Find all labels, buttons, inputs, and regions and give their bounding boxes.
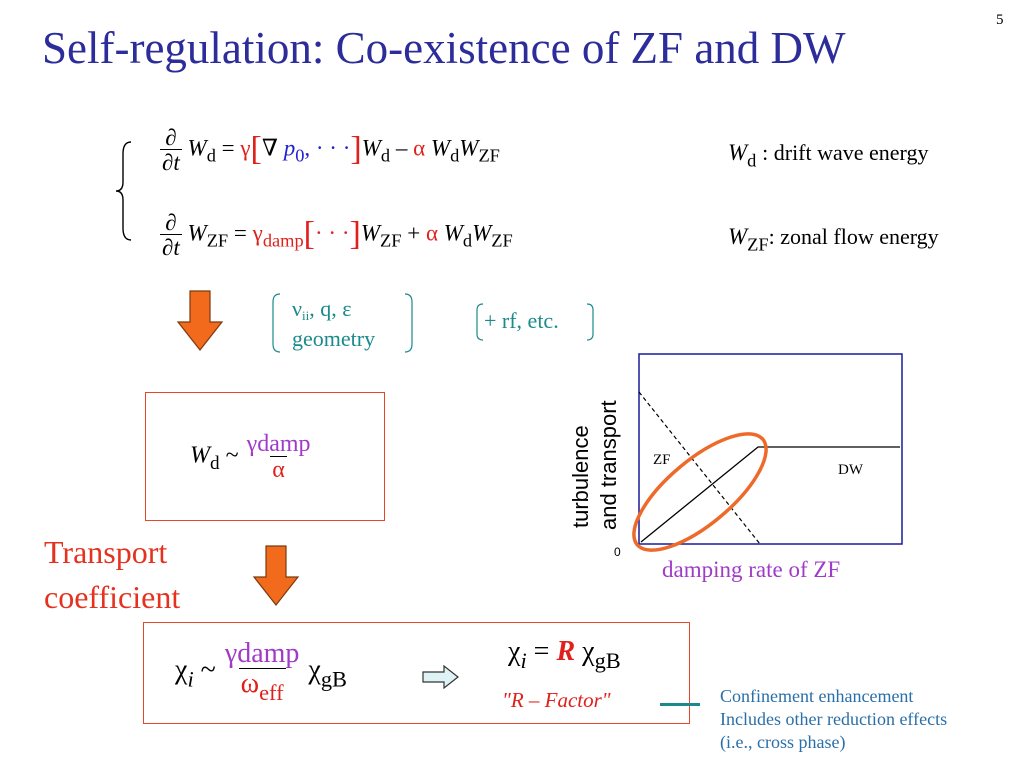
- transport-label-line1: Transport: [44, 534, 168, 570]
- right-arrow-icon: [422, 665, 459, 689]
- down-arrow-icon: [252, 545, 300, 606]
- origin-label: 0: [614, 545, 621, 559]
- wd-scaling: Wd ~ γdamp α: [190, 431, 311, 483]
- bracket-close: ]: [349, 215, 361, 253]
- confinement-line3: (i.e., cross phase): [720, 732, 846, 752]
- chi-result-box: [143, 622, 690, 724]
- rf-text: + rf, etc.: [484, 308, 559, 333]
- highlight-ellipse: [632, 432, 768, 552]
- bracket-open: [: [303, 215, 315, 253]
- params-geometry: geometry: [292, 326, 376, 351]
- wd-result-box: [145, 392, 385, 521]
- r-factor-label: "R – Factor": [502, 688, 611, 712]
- partial-t-fraction: ∂ ∂t: [160, 125, 182, 175]
- page-number: 5: [996, 12, 1004, 28]
- x-axis-label: damping rate of ZF: [662, 557, 841, 582]
- confinement-line1: Confinement enhancement: [720, 686, 914, 706]
- gamma-over-omega: γdamp ωeff: [224, 638, 300, 705]
- definition-zonal-flow: WZF: zonal flow energy: [728, 224, 939, 255]
- equation-zonal-flow: ∂ ∂t WZF = γdamp[· · ·]WZF + α WdWZF: [160, 210, 513, 260]
- zf-curve-label: ZF: [653, 452, 671, 468]
- params-line1: νii, q, ε: [292, 296, 352, 323]
- slide-title: Self-regulation: Co-existence of ZF and …: [42, 23, 846, 73]
- damping-graph: ZF DW 0 turbulence and transport: [568, 353, 903, 559]
- connector-line: [660, 703, 700, 706]
- y-axis-label-line2: and transport: [596, 400, 621, 530]
- zf-dashed-line: [638, 391, 761, 545]
- down-arrow-icon: [176, 290, 224, 351]
- gamma-over-alpha: γdamp α: [246, 431, 311, 483]
- confinement-line2: Includes other reduction effects: [720, 709, 948, 729]
- partial-t-fraction: ∂ ∂t: [160, 210, 182, 260]
- bracket-close: ]: [350, 130, 362, 168]
- definition-drift-wave: Wd : drift wave energy: [728, 140, 929, 171]
- rf-brackets: [476, 303, 594, 341]
- equation-drift-wave: ∂ ∂t Wd = γ[∇ p0, · · ·]Wd – α WdWZF: [160, 125, 500, 175]
- dw-curve-label: DW: [838, 462, 864, 478]
- params-brackets: [272, 293, 413, 353]
- chi-r-factor-equation: χi = R χgB: [508, 636, 621, 673]
- bracket-open: [: [250, 130, 262, 168]
- y-axis-label-line1: turbulence: [568, 425, 593, 528]
- graph-frame: [638, 353, 903, 545]
- transport-label-line2: coefficient: [44, 579, 181, 615]
- dw-solid-line: [640, 446, 900, 543]
- chi-scaling: χi ~ γdamp ωeff χgB: [175, 638, 347, 705]
- system-brace: [115, 141, 132, 241]
